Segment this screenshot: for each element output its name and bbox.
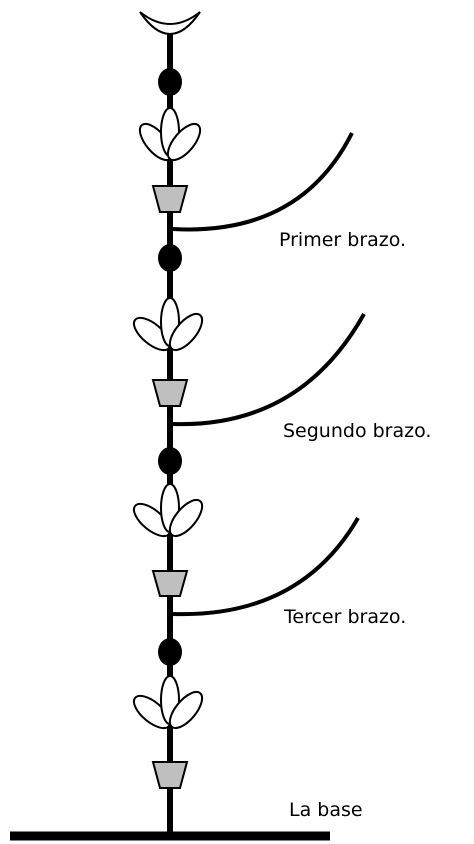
black-node-3 (158, 447, 182, 475)
base-label: La base (289, 799, 363, 821)
arm-2-label: Segundo brazo. (283, 420, 432, 442)
leaf-cluster-1 (138, 107, 202, 162)
pot-4 (151, 761, 189, 789)
crescent-icon (139, 11, 201, 35)
arm-2-curve (172, 313, 366, 427)
leaf-cluster-3 (132, 483, 204, 538)
arm-1-label: Primer brazo. (279, 229, 407, 251)
pot-1 (151, 185, 189, 213)
arm-3-curve (172, 516, 360, 617)
arm-3-label: Tercer brazo. (284, 606, 407, 628)
black-node-2 (158, 244, 182, 272)
leaf-cluster-2 (132, 297, 204, 352)
arm-1-curve (172, 132, 354, 232)
leaf-cluster-4 (132, 675, 204, 730)
pot-2 (151, 379, 189, 407)
black-node-1 (158, 68, 182, 96)
black-node-4 (158, 638, 182, 666)
pot-3 (151, 570, 189, 597)
